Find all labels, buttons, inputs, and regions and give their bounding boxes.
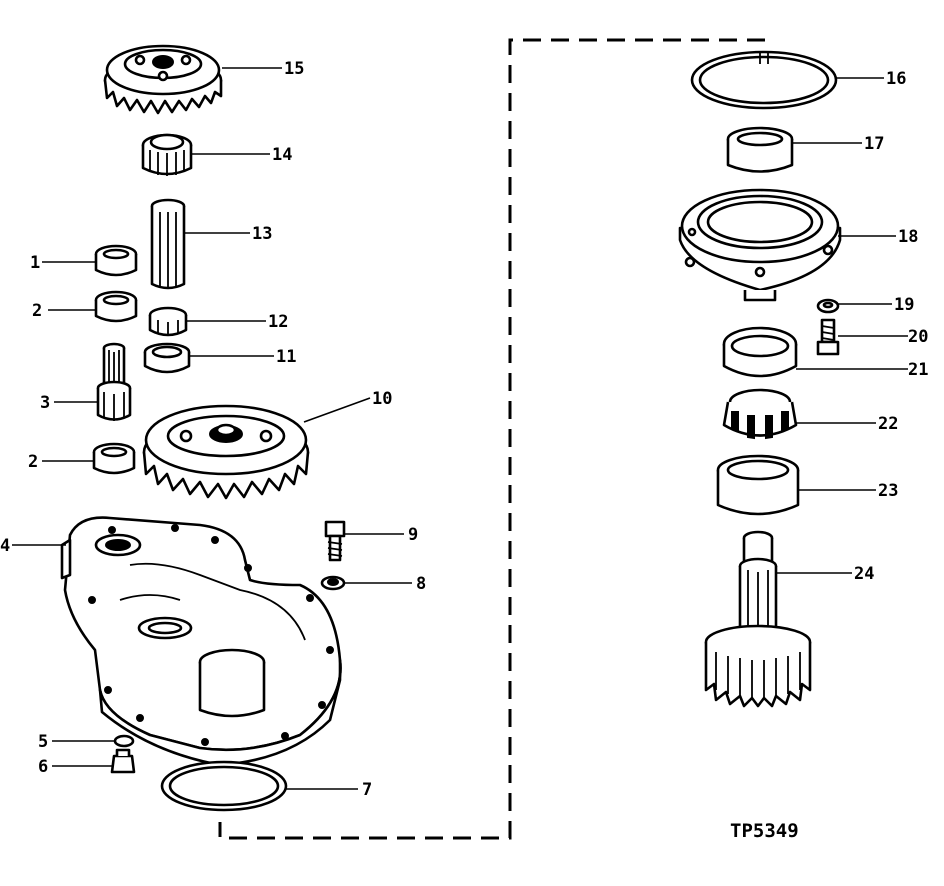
part-13-shaft	[150, 198, 186, 290]
callout-2-lower: 2	[28, 452, 38, 472]
figure-id: TP5349	[730, 820, 799, 842]
leader-lines	[12, 67, 908, 790]
part-10-large-gear	[142, 404, 310, 500]
callout-17: 17	[864, 134, 884, 154]
dashed-connection-line	[218, 38, 765, 840]
part-2-bearing-lower	[92, 442, 136, 475]
part-2-bearing-upper	[94, 290, 138, 323]
callout-2-upper: 2	[32, 301, 42, 321]
callout-12: 12	[268, 312, 288, 332]
callout-3: 3	[40, 393, 50, 413]
callout-6: 6	[38, 757, 48, 777]
part-18-carrier-housing	[678, 188, 842, 302]
callout-11: 11	[276, 347, 296, 367]
part-15-gear	[103, 44, 223, 115]
callout-15: 15	[284, 59, 304, 79]
callout-labels: 1 2 3 2 4 5 6 7 8 9 10 11 12 13 14 15 16…	[0, 59, 928, 800]
callout-7: 7	[362, 780, 372, 800]
part-21-bearing-cup	[722, 326, 798, 378]
part-6-plug	[110, 748, 136, 774]
part-22-roller-bearing	[722, 388, 798, 440]
callout-24: 24	[854, 564, 874, 584]
part-19-washer	[816, 298, 840, 314]
part-20-bolt	[816, 318, 840, 356]
part-17-sleeve	[726, 126, 794, 173]
callout-4: 4	[0, 536, 10, 556]
callout-21: 21	[908, 360, 928, 380]
part-9-bolt	[324, 520, 346, 562]
part-3-stub-shaft	[96, 342, 132, 421]
part-8-nut	[320, 575, 346, 591]
part-11-ring	[143, 342, 191, 374]
callout-18: 18	[898, 227, 918, 247]
part-16-snap-ring	[690, 50, 838, 110]
part-4-gear-housing	[60, 516, 342, 767]
part-14-pinion	[141, 133, 193, 176]
callout-10: 10	[372, 389, 392, 409]
callout-22: 22	[878, 414, 898, 434]
part-5-washer	[113, 734, 135, 748]
part-7-gasket	[160, 760, 288, 812]
callout-9: 9	[408, 525, 418, 545]
part-24-output-shaft	[704, 530, 812, 708]
part-1-bearing	[94, 244, 138, 277]
callout-19: 19	[894, 295, 914, 315]
callout-14: 14	[272, 145, 292, 165]
callout-23: 23	[878, 481, 898, 501]
callout-16: 16	[886, 69, 906, 89]
callout-8: 8	[416, 574, 426, 594]
part-23-bearing-cup	[716, 454, 800, 516]
callout-13: 13	[252, 224, 272, 244]
part-12-needle-bearing	[148, 306, 188, 337]
callout-5: 5	[38, 732, 48, 752]
callout-20: 20	[908, 327, 928, 347]
callout-1: 1	[30, 253, 40, 273]
